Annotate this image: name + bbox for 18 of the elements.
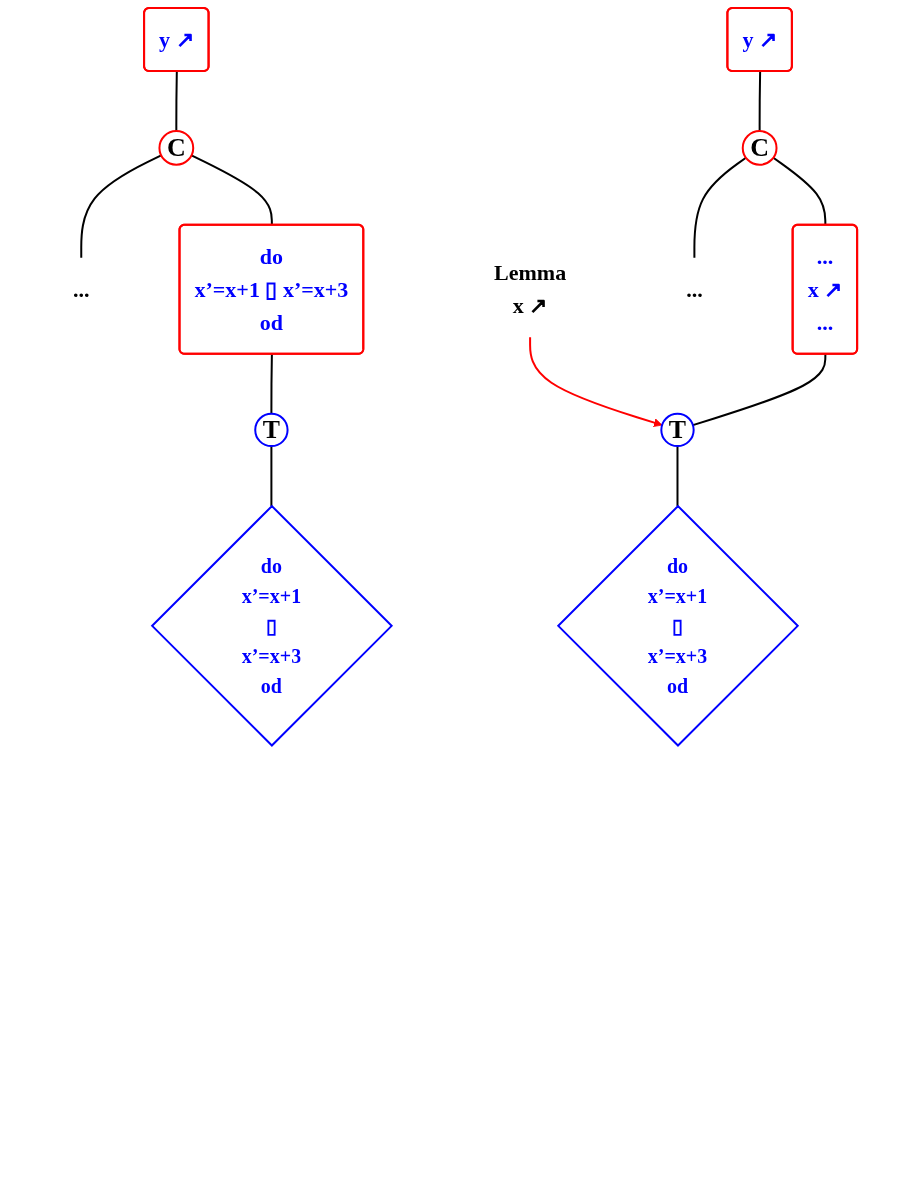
node-circle: C bbox=[158, 130, 195, 166]
node-text: ... bbox=[686, 276, 704, 302]
connector bbox=[692, 353, 827, 427]
node-circle: C bbox=[742, 130, 778, 166]
connector bbox=[80, 154, 163, 259]
connector bbox=[175, 70, 179, 132]
node-text: ... bbox=[73, 276, 90, 302]
connector bbox=[270, 353, 274, 415]
connector bbox=[759, 70, 762, 132]
connector bbox=[693, 156, 748, 259]
node-diamond: do x’=x+1 ▯ x’=x+3 od bbox=[151, 504, 394, 747]
node-circle: T bbox=[254, 412, 289, 448]
connector bbox=[270, 445, 273, 508]
arrow bbox=[529, 336, 663, 427]
node-diamond: do x’=x+1 ▯ x’=x+3 od bbox=[557, 504, 800, 747]
node-text: Lemma x ↗ bbox=[494, 260, 567, 319]
node-circle: T bbox=[660, 412, 696, 448]
connector bbox=[676, 445, 679, 508]
